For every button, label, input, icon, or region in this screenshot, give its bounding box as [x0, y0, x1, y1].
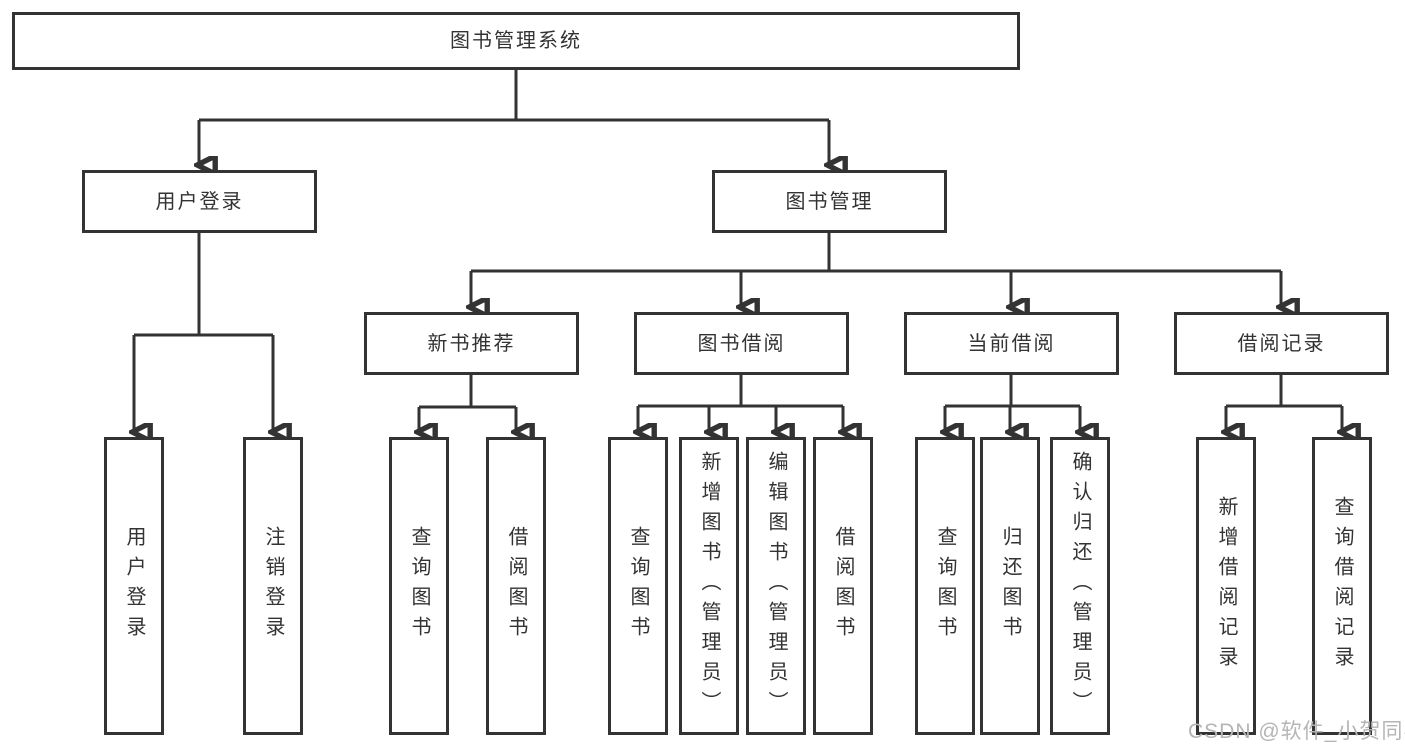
leaf-borrow-borrow-books: 借阅图书: [813, 437, 873, 735]
node-borrowing-records: 借阅记录: [1174, 312, 1389, 375]
csdn-watermark: CSDN @软件_小贺同学: [1188, 720, 1405, 743]
node-current-borrowing: 当前借阅: [904, 312, 1119, 375]
leaf-records-add-record: 新增借阅记录: [1196, 437, 1256, 735]
edge-records-to-children: [1226, 375, 1342, 432]
leaf-user-login: 用户登录: [104, 437, 164, 735]
leaf-current-query-books: 查询图书: [915, 437, 975, 735]
node-book-management: 图书管理: [712, 170, 947, 233]
edge-mgmt-to-level3: [471, 233, 1281, 307]
node-new-book-recommend: 新书推荐: [364, 312, 579, 375]
edge-root-to-level2: [199, 70, 829, 165]
node-system-root: 图书管理系统: [12, 12, 1020, 70]
leaf-newbook-borrow-books: 借阅图书: [486, 437, 546, 735]
edge-borrow-to-children: [638, 375, 843, 432]
leaf-borrow-query-books: 查询图书: [608, 437, 668, 735]
node-book-borrowing: 图书借阅: [634, 312, 849, 375]
leaf-current-return-books: 归还图书: [980, 437, 1040, 735]
leaf-current-confirm-return-admin: 确认归还（管理员）: [1050, 437, 1110, 735]
node-user-login: 用户登录: [82, 170, 317, 233]
edge-current-to-children: [945, 375, 1080, 432]
leaf-logout: 注销登录: [243, 437, 303, 735]
edge-login-to-children: [134, 233, 273, 432]
leaf-borrow-edit-books-admin: 编辑图书（管理员）: [746, 437, 806, 735]
leaf-newbook-query-books: 查询图书: [389, 437, 449, 735]
leaf-records-query-record: 查询借阅记录: [1312, 437, 1372, 735]
edge-newbook-to-children: [419, 375, 516, 432]
leaf-borrow-add-books-admin: 新增图书（管理员）: [679, 437, 739, 735]
